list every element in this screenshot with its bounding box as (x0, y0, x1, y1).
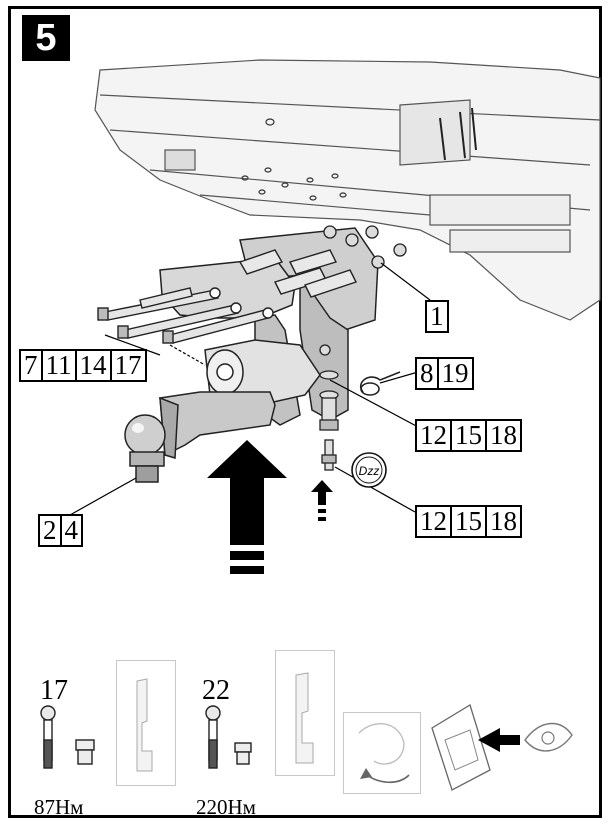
torque-wrench-icon (136, 678, 153, 772)
manual-read-icons (431, 704, 573, 791)
rotate-hand-icon (358, 723, 410, 784)
callout-part-1: 1 (421, 298, 451, 334)
torque-size-17: 17 (40, 675, 68, 706)
spacer-tubes (238, 249, 357, 298)
chain-links (439, 107, 477, 161)
nuts-right (319, 225, 407, 356)
lower-bolt (319, 370, 339, 471)
ratchet-icon-17 (40, 705, 56, 769)
torque-value-87: 87Нм (34, 795, 84, 819)
tow-ball (124, 414, 166, 483)
leader-lines (69, 262, 431, 516)
r-clip-pin (360, 371, 401, 396)
underbody-holes (241, 118, 347, 201)
dzz-text: Dzz (359, 464, 380, 478)
socket-icon-22 (234, 742, 252, 765)
torque-size-22: 22 (202, 675, 230, 706)
step-number-badge: 5 (22, 15, 70, 61)
torque-value-220: 220Нм (196, 795, 256, 819)
callout-towball: 2 4 (34, 512, 85, 548)
bolts-left (97, 287, 274, 344)
torque-wrench-thumb-1 (116, 660, 176, 786)
dzz-sticker-icon: Dzz (351, 452, 387, 488)
push-arrow-small (311, 480, 333, 521)
tighten-hand-thumb (343, 712, 421, 794)
ball-mount-arm (159, 391, 276, 459)
crossmember-tube (204, 339, 321, 406)
socket-icon-17 (75, 739, 95, 765)
torque-wrench-icon (295, 672, 314, 764)
ratchet-icon-22 (205, 705, 221, 769)
torque-wrench-thumb-2 (275, 650, 335, 776)
push-arrow-large (207, 440, 287, 574)
